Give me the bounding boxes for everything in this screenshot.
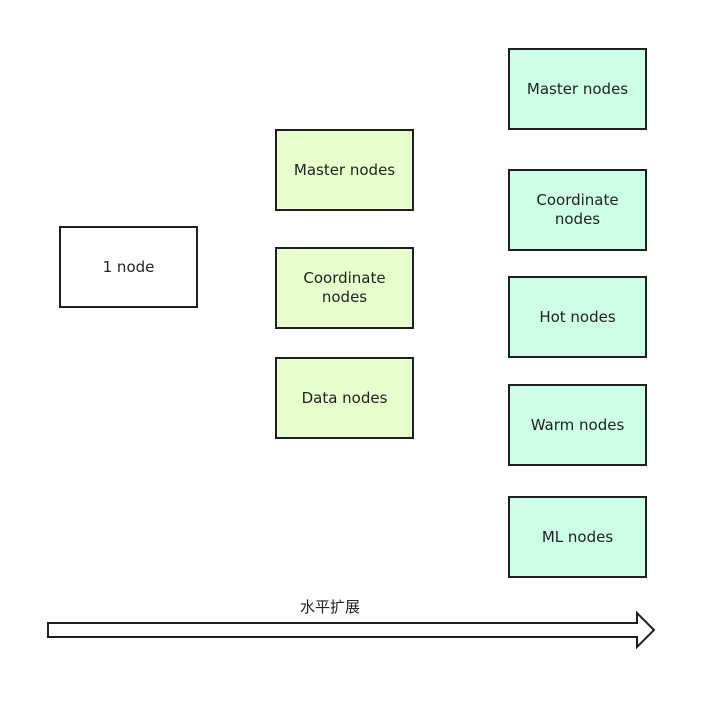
node-box-warm-full: Warm nodes	[508, 384, 647, 466]
node-box-ml-full: ML nodes	[508, 496, 647, 578]
node-box-coordinate-mid: Coordinate nodes	[275, 247, 414, 329]
node-box-master-mid: Master nodes	[275, 129, 414, 211]
node-box-data-mid: Data nodes	[275, 357, 414, 439]
arrow-label: 水平扩展	[299, 598, 360, 616]
node-box-hot-full: Hot nodes	[508, 276, 647, 358]
node-box-master-full: Master nodes	[508, 48, 647, 130]
arrow-shape	[47, 610, 656, 650]
node-box-coordinate-full: Coordinate nodes	[508, 169, 647, 251]
node-box-single: 1 node	[59, 226, 198, 308]
